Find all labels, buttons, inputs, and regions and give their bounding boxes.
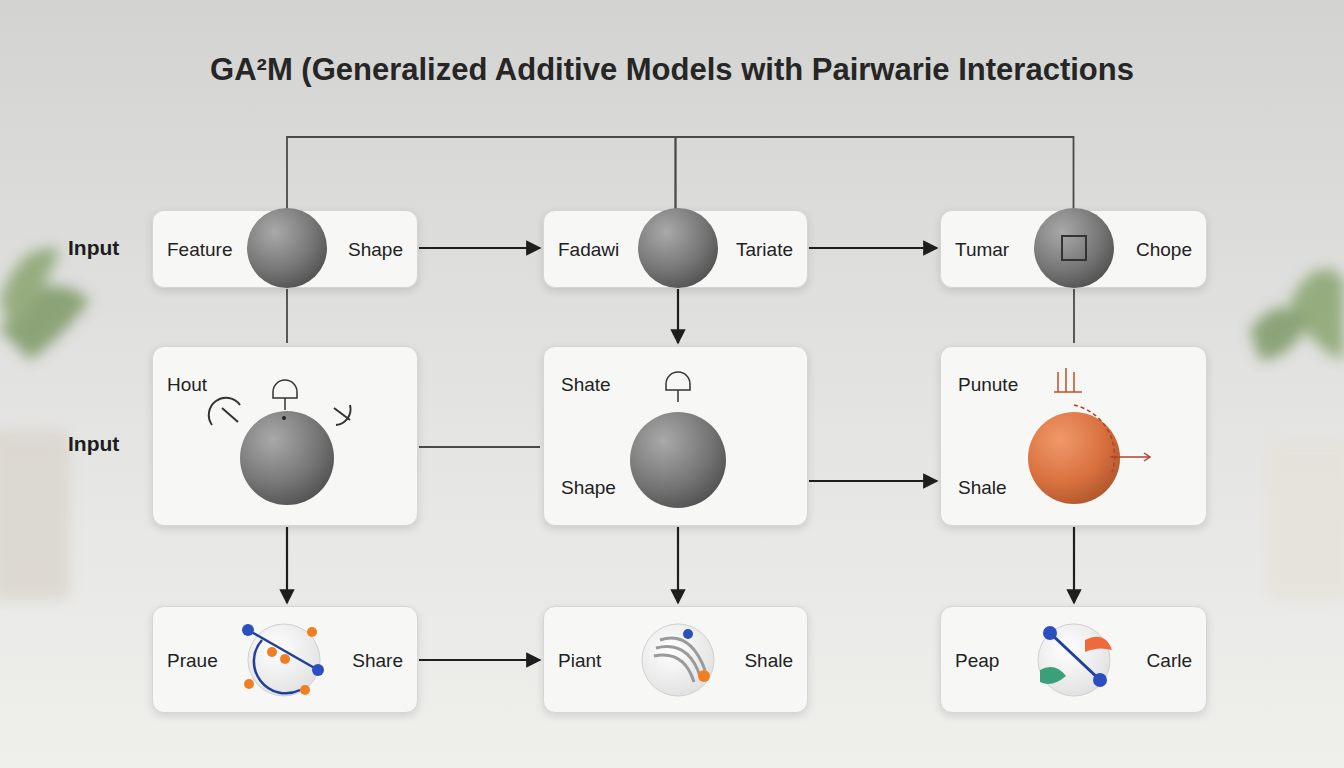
flow-arrow: [419, 247, 540, 249]
flow-arrow: [677, 527, 679, 603]
connector-line: [287, 137, 676, 210]
flow-arrow: [809, 247, 937, 249]
process-box: Fadawi Tariate: [543, 210, 808, 288]
connector-line: [1073, 289, 1075, 343]
process-box: Feature Shape: [152, 210, 418, 288]
flow-arrow: [286, 527, 288, 603]
box-text: Fadawi: [558, 239, 619, 261]
box-text: Shate: [561, 374, 611, 396]
box-text: Praue: [167, 650, 218, 672]
process-box: Tumar Chope: [940, 210, 1207, 288]
process-box: ShateShape: [543, 346, 808, 526]
box-text: Chope: [1136, 239, 1192, 261]
box-text: Tumar: [955, 239, 1009, 261]
process-box: Peap Carle: [940, 606, 1207, 713]
process-box: Praue Share: [152, 606, 418, 713]
box-text: Piant: [558, 650, 601, 672]
box-text: Shape: [561, 477, 616, 499]
sphere-icon: [209, 208, 1150, 508]
box-text: Punute: [958, 374, 1018, 396]
connector-line: [419, 446, 540, 448]
process-box: Hout: [152, 346, 418, 526]
box-text: Hout: [167, 374, 207, 396]
flow-arrow: [1073, 527, 1075, 603]
box-text: Carle: [1147, 650, 1192, 672]
process-box: PunuteShale: [940, 346, 1207, 526]
row-label: Input: [68, 236, 119, 260]
connector-line: [286, 289, 288, 343]
box-text: Shale: [958, 477, 1007, 499]
box-text: Feature: [167, 239, 232, 261]
box-text: Tariate: [736, 239, 793, 261]
flow-arrow: [677, 289, 679, 343]
interaction-icon: [242, 624, 1112, 696]
box-text: Peap: [955, 650, 999, 672]
flow-arrow: [809, 480, 937, 482]
connector-line: [676, 137, 1074, 210]
diagram-title: GA²M (Generalized Additive Models with P…: [20, 52, 1324, 88]
process-box: Piant Shale: [543, 606, 808, 713]
flow-arrow: [419, 659, 540, 661]
box-text: Shale: [744, 650, 793, 672]
box-text: Shape: [348, 239, 403, 261]
row-label: Input: [68, 432, 119, 456]
box-text: Share: [352, 650, 403, 672]
